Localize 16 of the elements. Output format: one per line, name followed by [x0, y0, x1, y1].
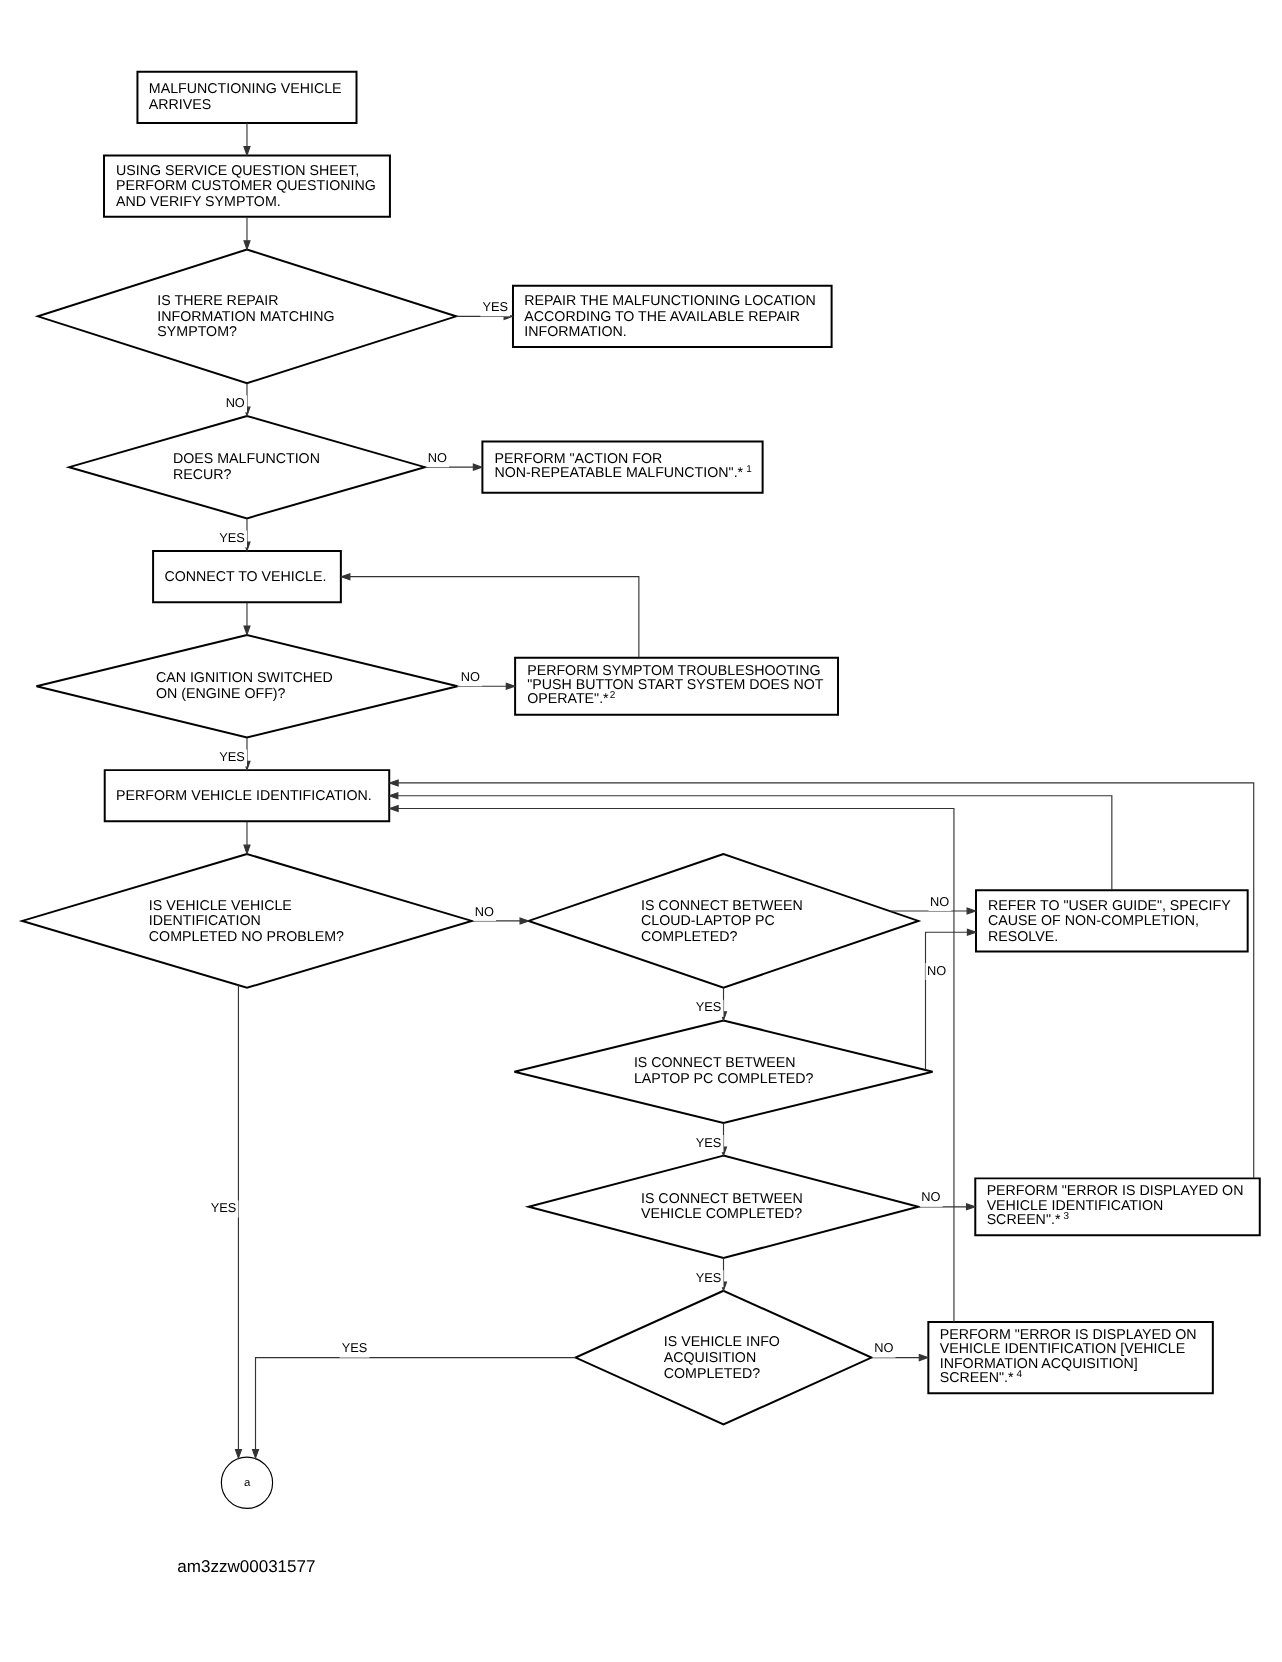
arrow	[243, 121, 251, 156]
arrow	[471, 916, 531, 924]
arrow	[234, 983, 243, 1459]
arrow	[457, 681, 517, 689]
arrow	[387, 790, 1113, 890]
arrow	[871, 1352, 930, 1361]
label: am3zzw00031577	[177, 1554, 316, 1575]
arrow	[387, 778, 1255, 1178]
arrow	[243, 215, 251, 251]
arrow	[889, 906, 978, 914]
arrow	[918, 1202, 977, 1210]
arrow	[424, 462, 484, 470]
arrow	[243, 601, 251, 636]
arrow	[339, 571, 640, 657]
arrow	[243, 820, 251, 855]
arrow	[251, 1356, 576, 1459]
